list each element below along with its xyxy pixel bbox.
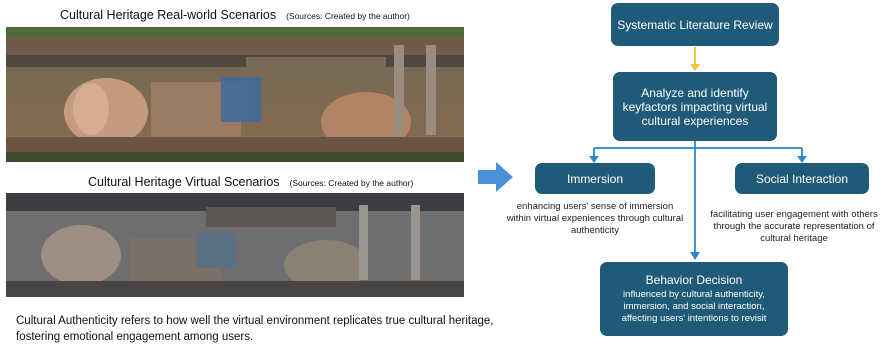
social-interaction-description: facilitating user engagement with others… (705, 209, 883, 245)
analyze-line-2: keyfactors impacting virtual (622, 99, 768, 114)
social-desc-line-2: through the accurate representation of (713, 221, 875, 232)
behavior-decision-node: Behavior Decision influenced by cultural… (600, 262, 788, 336)
slr-label: Systematic Literature Review (617, 17, 773, 32)
virtual-scenarios-source: (Sources: Created by the author) (289, 178, 414, 188)
behavior-desc-line-3: affecting users' intentions to revisit (621, 313, 767, 324)
social-desc-line-1: facilitating user engagement with others (710, 209, 878, 220)
real-scenarios-title: Cultural Heritage Real-world Scenarios (60, 8, 277, 22)
real-scenarios-caption: Cultural Heritage Real-world Scenarios (S… (60, 8, 410, 22)
immersion-desc-line-2: within virtual expeniences through cultu… (506, 213, 684, 224)
immersion-label: Immersion (566, 171, 623, 186)
systematic-literature-review-node: Systematic Literature Review (611, 3, 779, 46)
real-scenarios-source: (Sources: Created by the author) (286, 11, 410, 21)
analyze-keyfactors-node: Analyze and identify keyfactors impactin… (613, 72, 777, 141)
virtual-scenarios-caption: Cultural Heritage Virtual Scenarios (Sour… (88, 175, 413, 189)
social-interaction-node: Social Interaction (735, 163, 869, 194)
behavior-decision-label: Behavior Decision (645, 273, 743, 287)
immersion-node: Immersion (535, 163, 655, 194)
behavior-desc-line-1: influenced by cultural authenticity, (623, 289, 765, 300)
social-interaction-label: Social Interaction (755, 171, 849, 186)
immersion-desc-line-3: authenticity (570, 225, 620, 236)
virtual-scenarios-title: Cultural Heritage Virtual Scenarios (88, 175, 280, 189)
analyze-line-3: cultural experiences (641, 113, 749, 128)
immersion-description: enhancing users' sense of immersion with… (495, 201, 695, 237)
footnote: Cultural Authenticity refers to how well… (16, 313, 493, 345)
analyze-line-1: Analyze and identify (641, 85, 749, 100)
social-desc-line-3: cultural heritage (760, 233, 828, 244)
right-arrow-icon (478, 162, 513, 192)
footnote-line-2: fostering emotional engagement among use… (16, 331, 254, 343)
real-world-scenario-photo (6, 27, 464, 162)
virtual-scenario-render (6, 193, 464, 297)
footnote-line-1: Cultural Authenticity refers to how well… (16, 315, 494, 327)
immersion-desc-line-1: enhancing users' sense of immersion (516, 201, 674, 212)
behavior-desc-line-2: immersion, and social interaction, (623, 301, 765, 312)
